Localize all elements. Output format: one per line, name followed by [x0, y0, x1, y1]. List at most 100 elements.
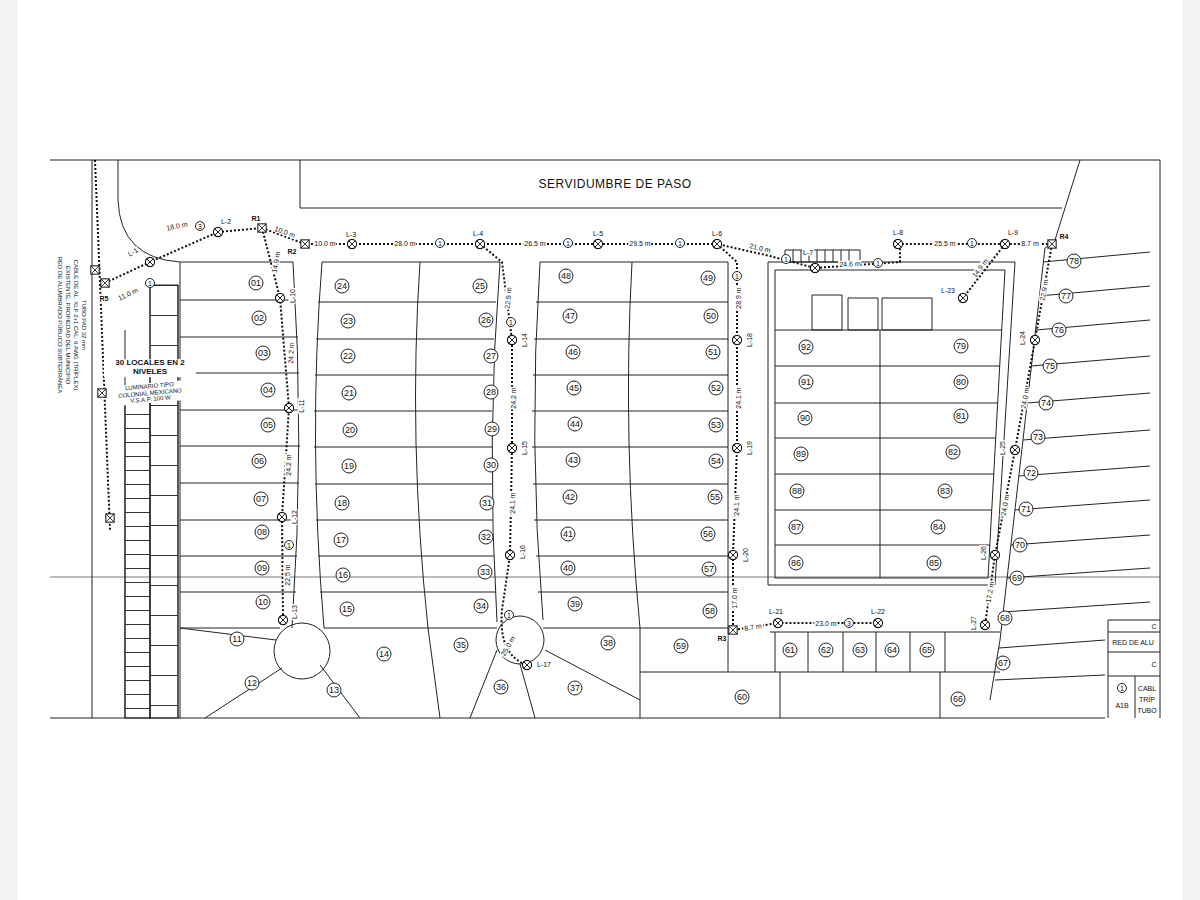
lot-number: 38	[601, 636, 616, 651]
luminaire-label: L-25	[999, 440, 1006, 456]
lot-number: 50	[704, 309, 719, 324]
lot-number: 06	[252, 454, 267, 469]
table-text: TRÍP	[1138, 696, 1156, 703]
dimension: 24.2 m	[285, 453, 292, 476]
luminaire-symbol	[278, 615, 287, 624]
luminaire-label: L-19	[746, 440, 753, 456]
lot-number: 03	[256, 346, 271, 361]
lot-number: 58	[703, 604, 718, 619]
lot-number: 66	[951, 692, 966, 707]
luminaire-label: L-3	[345, 231, 357, 238]
dimension: 26.5 m	[523, 240, 546, 247]
register-label: R5	[99, 295, 110, 302]
conduit	[95, 160, 110, 530]
lot-number: 32	[479, 530, 494, 545]
conduit	[963, 244, 1005, 298]
luminaire-label: L-23	[940, 287, 956, 294]
dimension: 14.9 m	[271, 250, 282, 274]
lot-number: 31	[480, 496, 495, 511]
circled-number: 3	[195, 221, 205, 231]
lot-number: 71	[1019, 502, 1034, 517]
cul-de-sac	[496, 616, 544, 664]
circled-number: 1	[435, 238, 445, 248]
lot-number: 19	[342, 459, 357, 474]
luminaire-label: L-22	[870, 608, 886, 615]
conduit	[985, 244, 1052, 625]
dimension: 21.0 m	[748, 242, 772, 254]
dimension: 22.5 m	[284, 563, 291, 586]
lot-number: 40	[561, 561, 576, 576]
note: LUMINARIO TIPO COLONIAL MEXICANO V.S.A.P…	[112, 380, 187, 406]
table-text: TUBO	[1136, 707, 1157, 714]
lot-number: 24	[335, 279, 350, 294]
dimension: 24.1 m	[735, 386, 742, 409]
lot-number: 63	[853, 643, 868, 658]
luminaire-label: L-24	[1019, 330, 1026, 346]
lot-number: 77	[1059, 289, 1074, 304]
dimension: 24.1 m	[509, 491, 516, 514]
lot-number: 01	[249, 276, 264, 291]
luminaire-label: L-10	[289, 288, 296, 304]
dimension: 29.5 m	[628, 240, 651, 247]
dimension: 11.0 m	[116, 286, 140, 302]
lot-number: 70	[1013, 538, 1028, 553]
lot-number: 14	[377, 647, 392, 662]
luminaire-symbol	[475, 239, 484, 248]
luminaire-symbol	[145, 257, 154, 266]
dimension: 18.0 m	[165, 220, 189, 232]
lot-number: 44	[568, 417, 583, 432]
lot-number: 09	[255, 561, 270, 576]
lot-number: 51	[706, 345, 721, 360]
luminaire-label: L-7	[802, 249, 814, 256]
luminaire-label: L-16	[519, 544, 526, 560]
luminaire-symbol	[990, 550, 999, 559]
table-text: CABL	[1137, 685, 1157, 692]
lot-number: 60	[735, 690, 750, 705]
lot-number: 05	[261, 418, 276, 433]
lot-number: 54	[709, 454, 724, 469]
margin	[0, 0, 18, 900]
lot-number: 37	[568, 681, 583, 696]
luminaire-label: L-13	[291, 604, 298, 620]
luminaire-label: L-11	[298, 398, 305, 414]
lot-number: 89	[794, 447, 809, 462]
lot-number: 33	[478, 565, 493, 580]
dimension: 24.2 m	[287, 341, 295, 365]
shops	[150, 285, 178, 718]
register-symbol	[1048, 240, 1056, 248]
luminaire-label: L-20	[742, 547, 749, 563]
luminaire-label: L-1	[126, 246, 140, 258]
lot-number: 55	[708, 490, 723, 505]
luminaire-symbol	[593, 239, 602, 248]
lot-number: 86	[789, 556, 804, 571]
luminaire-label: L-4	[472, 230, 484, 237]
luminaire-symbol	[505, 550, 514, 559]
register-symbol	[101, 279, 109, 287]
lot-number: 07	[254, 492, 269, 507]
circled-number: 1	[284, 540, 294, 550]
dimension: 24.0 m	[1020, 386, 1031, 410]
luminaire-symbol	[1030, 335, 1039, 344]
lot-number: 42	[563, 490, 578, 505]
lot-number: 62	[819, 643, 834, 658]
lot-number: 76	[1052, 323, 1067, 338]
lot-number: 72	[1024, 466, 1039, 481]
lot-number: 49	[701, 271, 716, 286]
luminaire-symbol	[507, 443, 516, 452]
luminaire-symbol	[213, 227, 222, 236]
lot-number: 73	[1031, 430, 1046, 445]
vertical-note: EXISTENTE, PROPIEDAD DEL MUNICIPIO	[65, 265, 71, 385]
lot-number: 26	[479, 313, 494, 328]
lot-number: 64	[885, 643, 900, 658]
luminaire-symbol	[728, 550, 737, 559]
frame	[50, 160, 1160, 718]
lot-number: 45	[567, 381, 582, 396]
lot-number: 90	[798, 411, 813, 426]
lot-number: 59	[674, 639, 689, 654]
lot-number: 83	[938, 484, 953, 499]
luminaire-symbol	[1000, 239, 1009, 248]
lot-number: 36	[494, 680, 509, 695]
lot-number: 11	[230, 632, 245, 647]
